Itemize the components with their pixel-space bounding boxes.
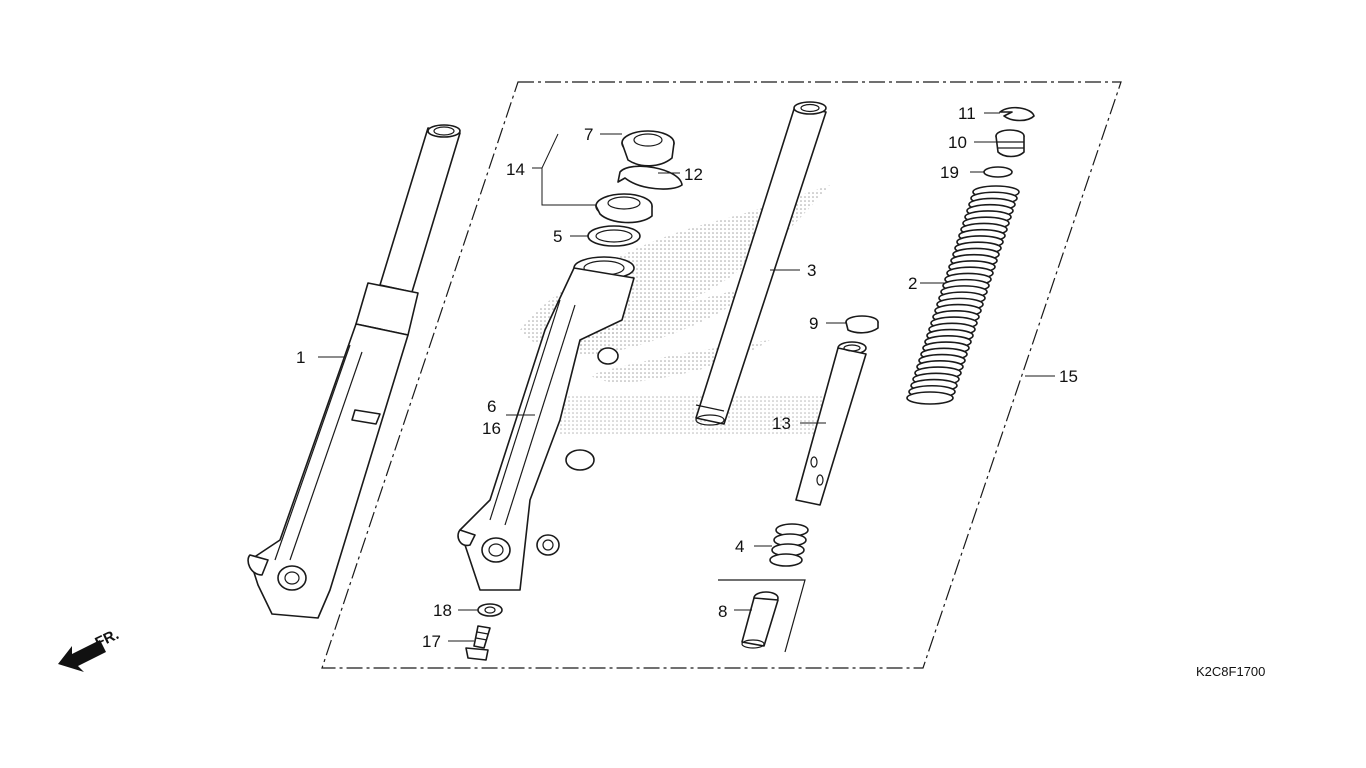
callout-13: 13	[772, 414, 791, 433]
callout-2: 2	[908, 274, 917, 293]
callout-8: 8	[718, 602, 727, 621]
sealing-washer	[477, 603, 503, 617]
back-up-ring	[587, 225, 641, 247]
callout-6: 6	[487, 397, 496, 416]
fork-piston	[795, 341, 867, 506]
fork-spring	[906, 185, 1020, 405]
fork-bolt	[995, 129, 1025, 158]
stopper-ring	[999, 106, 1035, 122]
diagram-code: K2C8F1700	[1196, 664, 1265, 679]
dust-seal	[621, 130, 675, 167]
callout-17: 17	[422, 632, 441, 651]
callout-1: 1	[296, 348, 305, 367]
oil-lock-piece	[718, 579, 806, 653]
callout-10: 10	[948, 133, 967, 152]
front-label: FR.	[93, 626, 122, 652]
snap-ring	[617, 165, 683, 190]
front-direction-indicator: FR.	[58, 626, 122, 672]
callout-7: 7	[584, 125, 593, 144]
leader-lines	[318, 112, 1055, 642]
callout-14: 14	[506, 160, 525, 179]
assembly-boundary	[321, 81, 1122, 669]
piston-ring	[845, 315, 879, 334]
callout-11: 11	[958, 104, 976, 123]
o-ring	[983, 166, 1013, 178]
fork-pipe	[695, 101, 827, 426]
fork-slider	[457, 256, 635, 591]
callout-16: 16	[482, 419, 501, 438]
front-arrow-icon	[58, 640, 106, 672]
callout-3: 3	[807, 261, 816, 280]
callout-5: 5	[553, 227, 562, 246]
callout-9: 9	[809, 314, 818, 333]
callout-4: 4	[735, 537, 744, 556]
callout-19: 19	[940, 163, 959, 182]
spring-coil	[906, 391, 954, 405]
callout-15: 15	[1059, 367, 1078, 386]
callout-18: 18	[433, 601, 452, 620]
callout-12: 12	[684, 165, 703, 184]
socket-bolt	[465, 625, 491, 661]
oil-seal	[595, 193, 653, 224]
fork-leg-assembly	[247, 124, 461, 619]
rebound-spring	[769, 523, 809, 567]
